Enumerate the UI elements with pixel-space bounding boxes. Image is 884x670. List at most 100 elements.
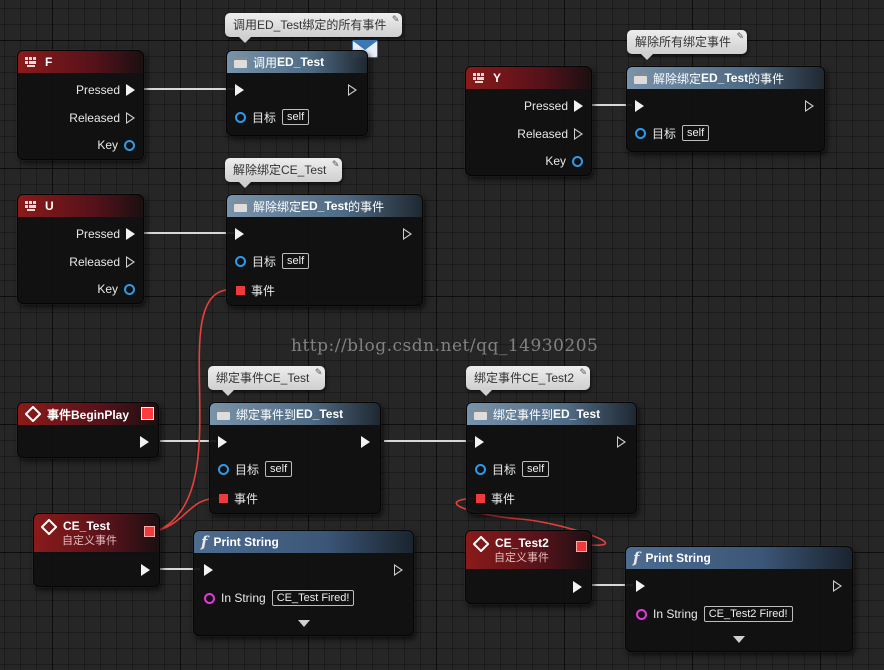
node-custom-event-ce-test[interactable]: CE_Test 自定义事件 bbox=[33, 513, 160, 587]
target-value[interactable]: self bbox=[265, 461, 293, 477]
pin-pressed[interactable]: Pressed bbox=[524, 98, 583, 114]
function-f-icon: f bbox=[633, 549, 640, 567]
comment-unbind-all[interactable]: 解除所有绑定事件 ✎ bbox=[627, 30, 748, 60]
exec-out-pin[interactable] bbox=[394, 562, 403, 578]
exec-out-pin[interactable] bbox=[140, 434, 149, 450]
pin-released[interactable]: Released bbox=[517, 126, 583, 142]
string-in-pin[interactable] bbox=[636, 608, 647, 620]
exec-in-pin[interactable] bbox=[635, 98, 644, 114]
exec-out-pin[interactable] bbox=[617, 434, 626, 450]
target-pin[interactable] bbox=[235, 255, 246, 267]
node-custom-event-ce-test2[interactable]: CE_Test2 自定义事件 bbox=[465, 530, 592, 604]
target-pin[interactable] bbox=[635, 127, 646, 139]
pin-released[interactable]: Released bbox=[69, 254, 135, 270]
comment-call-ed[interactable]: 调用ED_Test绑定的所有事件 ✎ bbox=[225, 13, 403, 43]
comment-bind-ce2[interactable]: 绑定事件CE_Test2 ✎ bbox=[466, 366, 591, 396]
node-key-f[interactable]: F Pressed Released Key bbox=[17, 50, 144, 160]
pin-pressed[interactable]: Pressed bbox=[76, 82, 135, 98]
exec-out-pin[interactable] bbox=[126, 228, 135, 240]
pin-in-string[interactable]: In String CE_Test Fired! bbox=[204, 590, 355, 606]
pin-pressed[interactable]: Pressed bbox=[76, 226, 135, 242]
pin-released[interactable]: Released bbox=[69, 110, 135, 126]
target-pin[interactable] bbox=[475, 463, 486, 475]
delegate-in-pin[interactable] bbox=[236, 285, 245, 295]
target-value[interactable]: self bbox=[282, 109, 310, 125]
exec-in-pin[interactable] bbox=[204, 562, 213, 578]
node-header: f Print String bbox=[626, 547, 852, 569]
exec-out-pin[interactable] bbox=[573, 579, 582, 595]
in-string-value[interactable]: CE_Test2 Fired! bbox=[703, 606, 793, 622]
exec-out-pin[interactable] bbox=[574, 100, 583, 112]
exec-in-pin[interactable] bbox=[636, 578, 645, 594]
struct-out-pin[interactable] bbox=[124, 283, 135, 295]
pin-key[interactable]: Key bbox=[545, 153, 583, 169]
pin-icon[interactable]: ✎ bbox=[314, 367, 323, 377]
exec-out-pin[interactable] bbox=[361, 434, 370, 450]
exec-out-pin[interactable] bbox=[574, 128, 583, 140]
pin-key[interactable]: Key bbox=[97, 281, 135, 297]
pin-icon[interactable]: ✎ bbox=[331, 159, 340, 169]
node-subtitle: 自定义事件 bbox=[62, 535, 117, 547]
comment-bind-ce[interactable]: 绑定事件CE_Test ✎ bbox=[208, 366, 326, 396]
pin-target[interactable]: 目标 self bbox=[475, 461, 550, 477]
pin-event[interactable]: 事件 bbox=[476, 490, 515, 506]
breakpoint-icon[interactable] bbox=[141, 407, 154, 420]
target-pin[interactable] bbox=[235, 111, 246, 123]
pin-label: Pressed bbox=[523, 99, 568, 113]
exec-out-pin[interactable] bbox=[403, 226, 412, 242]
exec-out-pin[interactable] bbox=[348, 82, 357, 98]
target-value[interactable]: self bbox=[682, 125, 710, 141]
exec-out-pin[interactable] bbox=[833, 578, 842, 594]
node-key-y[interactable]: Y Pressed Released Key bbox=[465, 66, 592, 176]
node-print-string-2[interactable]: f Print String In String CE_Test2 Fired! bbox=[625, 546, 853, 652]
function-icon bbox=[474, 408, 487, 420]
exec-out-pin[interactable] bbox=[126, 112, 135, 124]
pin-target[interactable]: 目标 self bbox=[235, 253, 310, 269]
exec-in-pin[interactable] bbox=[475, 434, 484, 450]
node-key-u[interactable]: U Pressed Released Key bbox=[17, 194, 144, 304]
string-in-pin[interactable] bbox=[204, 592, 215, 604]
pin-icon[interactable]: ✎ bbox=[391, 14, 400, 24]
pin-target[interactable]: 目标 self bbox=[235, 109, 310, 125]
in-string-value[interactable]: CE_Test Fired! bbox=[271, 590, 355, 606]
pin-target[interactable]: 目标 self bbox=[218, 461, 293, 477]
exec-out-pin[interactable] bbox=[141, 562, 150, 578]
expand-arrow-icon[interactable] bbox=[298, 620, 310, 627]
pin-key[interactable]: Key bbox=[97, 137, 135, 153]
node-print-string-1[interactable]: f Print String In String CE_Test Fired! bbox=[193, 530, 414, 636]
delegate-in-pin[interactable] bbox=[476, 493, 485, 503]
event-icon bbox=[40, 518, 58, 536]
exec-in-pin[interactable] bbox=[218, 434, 227, 450]
delegate-in-pin[interactable] bbox=[219, 493, 228, 503]
comment-unbind-ce[interactable]: 解除绑定CE_Test ✎ bbox=[225, 158, 343, 188]
exec-in-pin[interactable] bbox=[235, 226, 244, 242]
struct-out-pin[interactable] bbox=[124, 139, 135, 151]
exec-in-pin[interactable] bbox=[235, 82, 244, 98]
expand-arrow-icon[interactable] bbox=[733, 636, 745, 643]
pin-icon[interactable]: ✎ bbox=[736, 31, 745, 41]
pin-in-string[interactable]: In String CE_Test2 Fired! bbox=[636, 606, 793, 622]
pin-icon[interactable]: ✎ bbox=[579, 367, 588, 377]
pin-label: Key bbox=[97, 138, 118, 152]
target-value[interactable]: self bbox=[522, 461, 550, 477]
struct-out-pin[interactable] bbox=[572, 155, 583, 167]
comment-text: 绑定事件CE_Test2 bbox=[474, 371, 575, 385]
pin-target[interactable]: 目标 self bbox=[635, 125, 710, 141]
node-event-beginplay[interactable]: 事件BeginPlay bbox=[17, 402, 159, 458]
delegate-out-pin[interactable] bbox=[144, 526, 155, 537]
pin-event[interactable]: 事件 bbox=[236, 282, 275, 298]
watermark: http://blog.csdn.net/qq_14930205 bbox=[291, 336, 599, 356]
pin-event[interactable]: 事件 bbox=[219, 490, 258, 506]
target-pin[interactable] bbox=[218, 463, 229, 475]
exec-out-pin[interactable] bbox=[126, 84, 135, 96]
target-value[interactable]: self bbox=[282, 253, 310, 269]
exec-out-pin[interactable] bbox=[126, 256, 135, 268]
exec-out-pin[interactable] bbox=[805, 98, 814, 114]
delegate-out-pin[interactable] bbox=[576, 541, 587, 552]
